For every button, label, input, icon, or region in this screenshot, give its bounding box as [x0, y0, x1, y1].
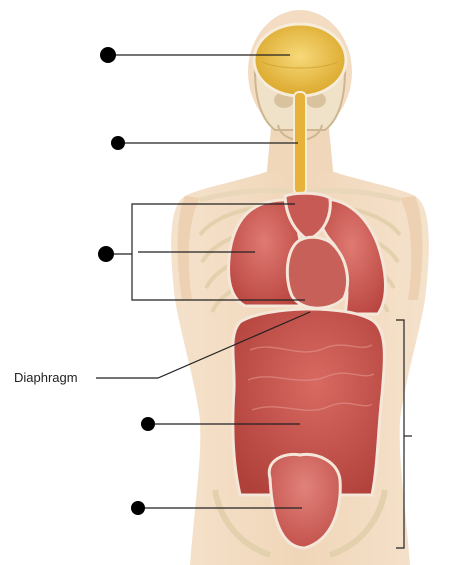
marker-pelvic [131, 501, 145, 515]
marker-brain [100, 47, 116, 63]
label-markers [98, 47, 155, 515]
marker-thoracic [98, 246, 114, 262]
thoracic-bracket [132, 204, 138, 300]
marker-spinal [111, 136, 125, 150]
marker-abdominal [141, 417, 155, 431]
diaphragm-label: Diaphragm [14, 370, 78, 385]
brain [254, 24, 346, 96]
